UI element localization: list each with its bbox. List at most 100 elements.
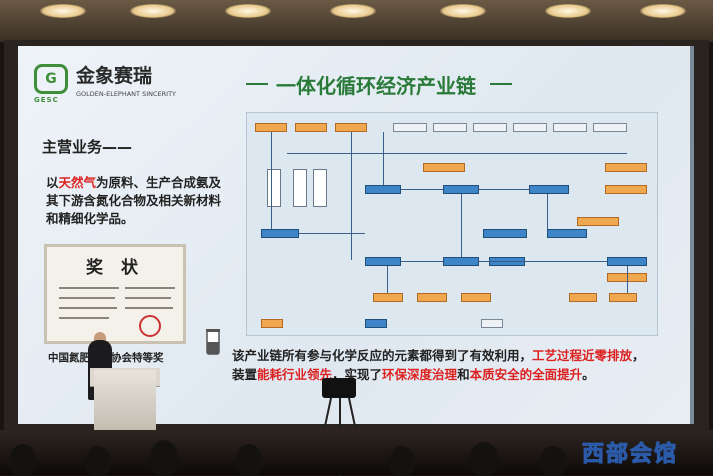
podium xyxy=(94,370,156,440)
flow-box xyxy=(313,169,327,207)
audience-head xyxy=(86,446,110,475)
flow-box xyxy=(267,169,281,207)
flow-box xyxy=(443,257,479,266)
summary-part: 。 xyxy=(582,367,595,382)
cert-text-line xyxy=(125,297,171,299)
flow-box xyxy=(417,293,447,302)
flow-box xyxy=(607,257,647,266)
watermark: 西部会馆 xyxy=(581,442,679,468)
desc-highlight: 天然气 xyxy=(58,175,97,190)
flow-line xyxy=(479,189,529,190)
flow-box xyxy=(593,123,627,132)
ceiling-light xyxy=(440,4,486,18)
flow-box xyxy=(261,229,299,238)
ceiling-light xyxy=(330,4,376,18)
summary-part: ，装置 xyxy=(232,348,645,382)
flow-line xyxy=(387,266,388,293)
title-rule-left xyxy=(246,83,268,85)
presentation-slide: G 金象赛瑞 GESC GOLDEN-ELEPHANT SINCERITY 一体… xyxy=(18,46,694,424)
flow-box xyxy=(473,123,507,132)
audience-head xyxy=(10,444,36,475)
flow-line xyxy=(479,261,607,262)
audience-head xyxy=(470,442,498,475)
process-flow-diagram xyxy=(246,112,658,336)
flow-line xyxy=(287,153,627,154)
slide-edge xyxy=(690,46,694,424)
cert-text-line xyxy=(125,307,173,309)
ceiling xyxy=(0,0,713,42)
title-rule-right xyxy=(490,83,512,85)
flow-line xyxy=(401,261,443,262)
elephant-logo-icon: G xyxy=(34,64,68,94)
cert-text-line xyxy=(125,287,175,289)
flow-line xyxy=(351,132,352,260)
flow-box xyxy=(547,229,587,238)
flow-box xyxy=(569,293,597,302)
flow-box xyxy=(483,229,527,238)
audience-head xyxy=(390,446,414,475)
flow-box xyxy=(461,293,491,302)
summary-highlight: 能耗行业领先 xyxy=(257,367,333,382)
summary-highlight: 本质安全的全面提升 xyxy=(469,367,583,382)
flow-box xyxy=(443,185,479,194)
flow-box xyxy=(513,123,547,132)
flow-box xyxy=(433,123,467,132)
summary-part: 和 xyxy=(457,367,470,382)
flow-box xyxy=(605,185,647,194)
ceiling-light xyxy=(40,4,86,18)
flow-line xyxy=(271,132,272,229)
award-certificate: 奖 状 xyxy=(44,244,186,344)
cert-text-line xyxy=(59,287,119,289)
summary-highlight: 环保深度治理 xyxy=(382,367,458,382)
summary-part: 该产业链所有参与化学反应的元素都得到了有效利用， xyxy=(232,348,533,363)
legend-swatch xyxy=(481,319,503,328)
desc-rest: 为原料、生产合成氨及其下游含氮化合物及相关新材料和精细化学品。 xyxy=(46,175,222,226)
flow-box xyxy=(295,123,327,132)
flow-box xyxy=(365,257,401,266)
flow-line xyxy=(627,266,628,293)
legend-swatch xyxy=(365,319,387,328)
desc-prefix: 以 xyxy=(46,175,59,190)
ceiling-light xyxy=(225,4,271,18)
flow-box xyxy=(529,185,569,194)
audience-area xyxy=(0,430,713,475)
flow-line xyxy=(401,189,443,190)
summary-highlight: 工艺过程近零排放 xyxy=(532,348,633,363)
audience-head xyxy=(540,446,566,475)
flow-box xyxy=(609,293,637,302)
cert-text-line xyxy=(59,297,115,299)
flow-box xyxy=(423,163,465,172)
flow-box xyxy=(365,185,401,194)
flow-box xyxy=(293,169,307,207)
flow-box xyxy=(335,123,367,132)
cert-text-line xyxy=(59,317,109,319)
legend-swatch xyxy=(261,319,283,328)
audience-head xyxy=(150,440,178,475)
flow-box xyxy=(553,123,587,132)
ceiling-light xyxy=(640,4,686,18)
flow-line xyxy=(461,194,462,257)
logo-name-en: GOLDEN-ELEPHANT SINCERITY xyxy=(76,90,177,98)
beaker-icon xyxy=(206,329,220,355)
flow-box xyxy=(255,123,287,132)
ceiling-light xyxy=(545,4,591,18)
flow-box xyxy=(605,163,647,172)
video-camera xyxy=(322,378,356,398)
certificate-title: 奖 状 xyxy=(86,258,144,278)
business-description: 以天然气为原料、生产合成氨及其下游含氮化合物及相关新材料和精细化学品。 xyxy=(46,174,224,228)
flow-box xyxy=(577,217,619,226)
flow-line xyxy=(383,132,384,185)
flow-line xyxy=(299,233,365,234)
slide-title: 一体化循环经济产业链 xyxy=(276,74,476,98)
flow-box xyxy=(393,123,427,132)
summary-text: 该产业链所有参与化学反应的元素都得到了有效利用，工艺过程近零排放，装置能耗行业领… xyxy=(232,346,652,384)
logo-abbr: GESC xyxy=(34,96,59,104)
seal-stamp xyxy=(139,315,161,337)
flow-line xyxy=(547,194,548,229)
logo-name-cn: 金象赛瑞 xyxy=(76,65,153,87)
audience-head xyxy=(236,444,262,475)
section-heading: 主营业务—— xyxy=(42,138,133,156)
flow-box xyxy=(373,293,403,302)
company-logo: G 金象赛瑞 GESC GOLDEN-ELEPHANT SINCERITY xyxy=(34,64,176,104)
cert-text-line xyxy=(59,307,117,309)
